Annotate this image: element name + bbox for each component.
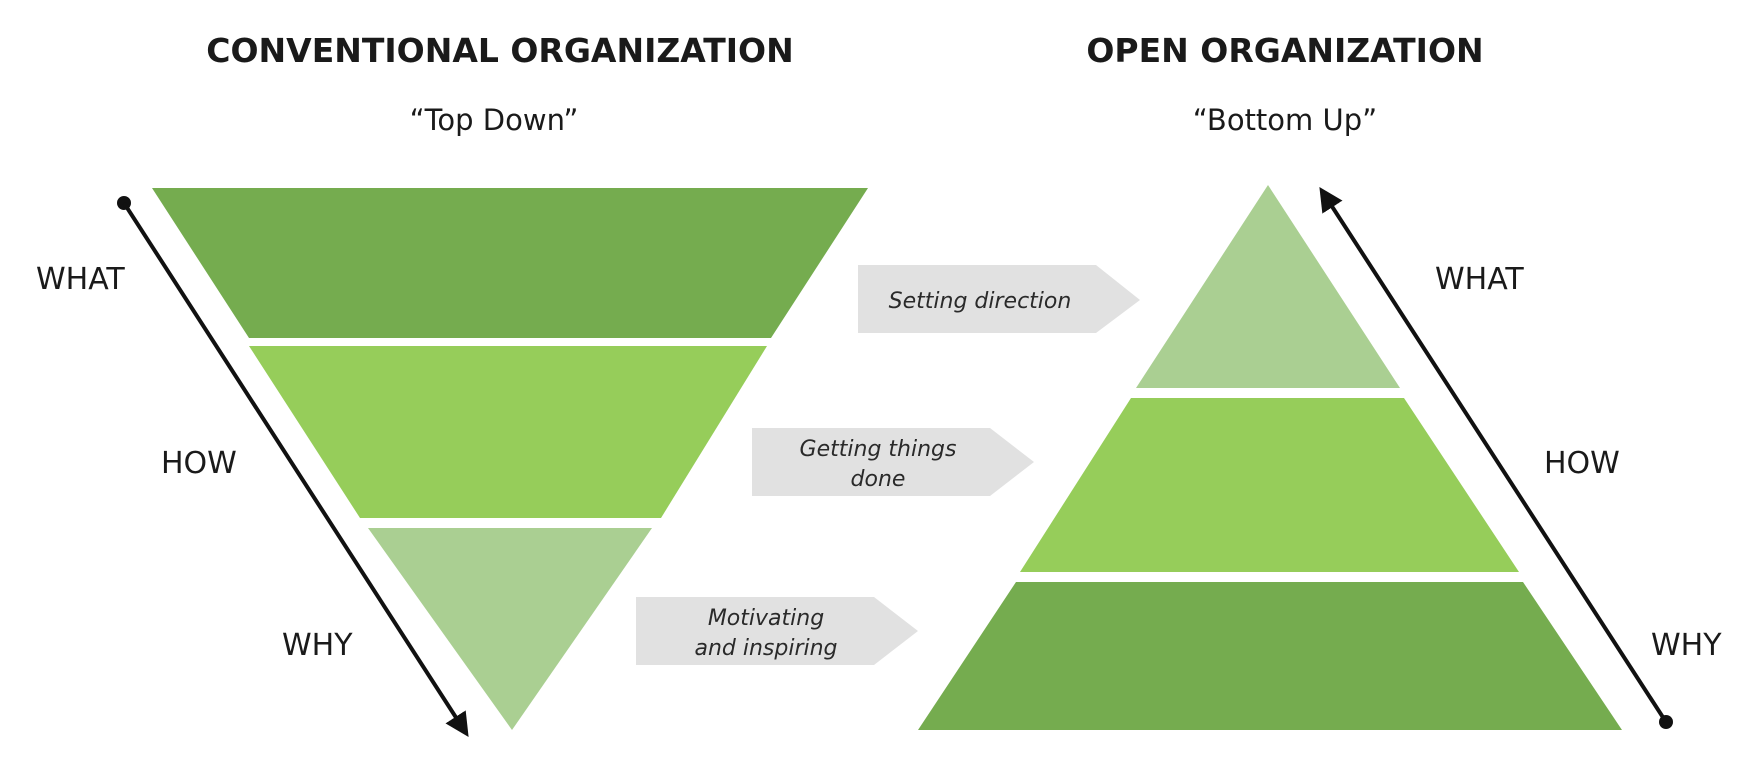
right-tier-what <box>1136 185 1400 388</box>
right-tier-why <box>918 582 1622 730</box>
right-label-why: WHY <box>1651 628 1722 663</box>
left-subtitle: “Top Down” <box>410 103 579 137</box>
left-tier-how <box>249 346 767 518</box>
left-tier-what <box>152 188 868 338</box>
right-label-what: WHAT <box>1435 262 1524 297</box>
left-title: CONVENTIONAL ORGANIZATION <box>206 31 793 70</box>
arrow-motivating-inspiring-line1: Motivating <box>708 606 824 631</box>
arrow-getting-things-done-line1: Getting things <box>800 437 957 462</box>
arrow-motivating-inspiring <box>636 597 918 665</box>
arrow-getting-things-done-line2: done <box>851 467 906 492</box>
left-label-what: WHAT <box>36 262 125 297</box>
left-direction-arrow <box>122 201 469 738</box>
right-subtitle: “Bottom Up” <box>1193 103 1377 137</box>
left-label-how: HOW <box>161 446 237 481</box>
right-label-how: HOW <box>1544 446 1620 481</box>
right-title: OPEN ORGANIZATION <box>1086 31 1483 70</box>
left-label-why: WHY <box>282 628 353 663</box>
arrow-setting-direction-label: Setting direction <box>889 289 1072 314</box>
arrow-setting-direction <box>858 265 1140 333</box>
right-tier-how <box>1020 398 1519 572</box>
arrow-getting-things-done <box>752 428 1034 496</box>
right-direction-arrow <box>1319 186 1668 724</box>
left-tier-why <box>368 528 652 730</box>
arrow-motivating-inspiring-line2: and inspiring <box>694 636 837 661</box>
